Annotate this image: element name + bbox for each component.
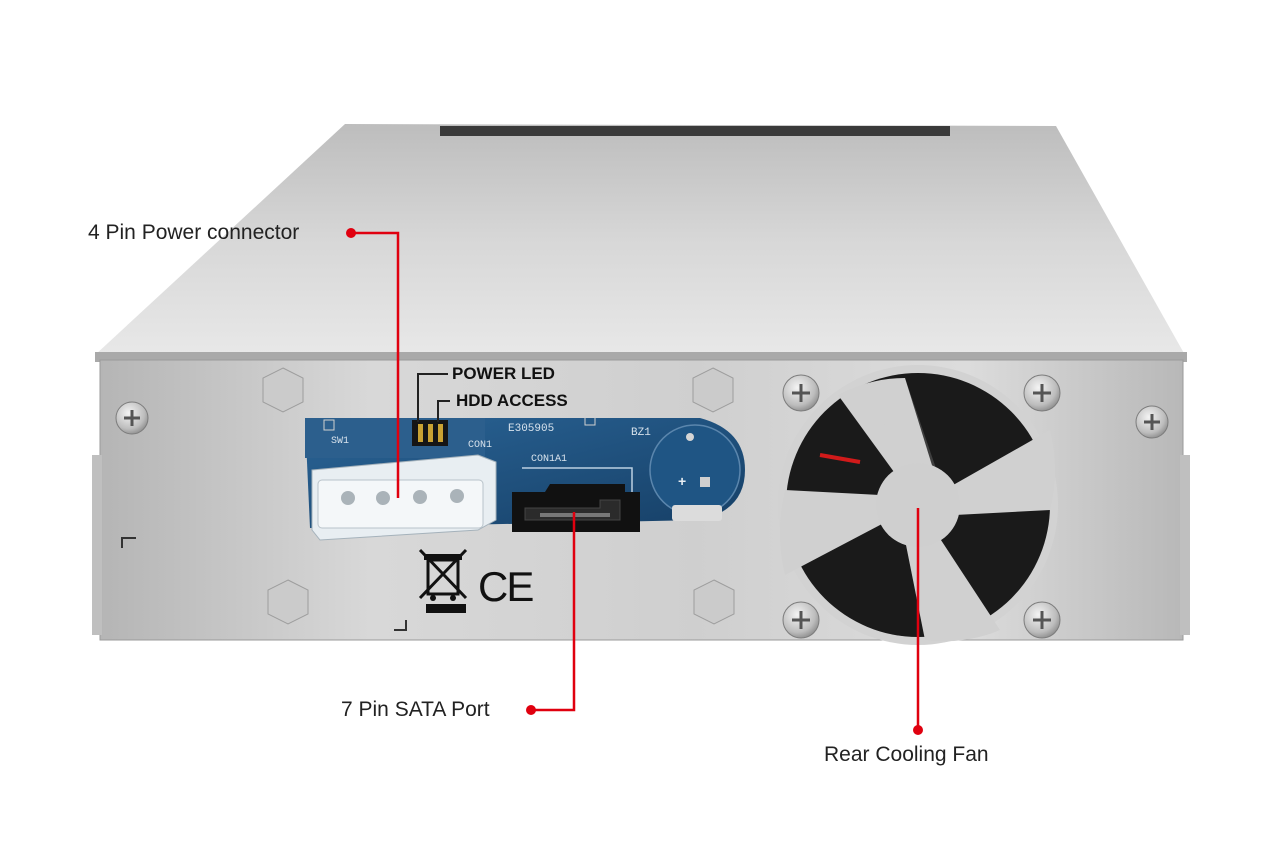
screw-icon — [1135, 405, 1169, 439]
screw-icon — [1023, 601, 1061, 639]
screw-icon — [782, 601, 820, 639]
hex-bosses — [262, 367, 735, 625]
hdd-access-label: HDD ACCESS — [456, 391, 568, 410]
sata-callout-line — [531, 512, 576, 712]
pcb-con1a1-label: CON1A1 — [531, 454, 568, 465]
screws — [115, 374, 1169, 639]
screw-icon — [115, 401, 149, 435]
pcb-plus-label: + — [678, 473, 687, 489]
callout-dot — [526, 705, 536, 715]
sata-port-callout: 7 Pin SATA Port — [341, 698, 490, 721]
cooling-fan — [778, 365, 1058, 645]
pcb-con1-label: CON1 — [468, 440, 493, 451]
molex-power-connector — [311, 454, 497, 541]
power-connector-callout: 4 Pin Power connector — [88, 221, 300, 244]
pcb-bz1-label: BZ1 — [631, 427, 651, 439]
weee-icon — [418, 548, 468, 613]
sata-port — [512, 484, 640, 532]
ce-mark: CE — [478, 563, 534, 610]
callout-dot — [346, 228, 356, 238]
callout-dot — [913, 725, 923, 735]
screw-icon — [782, 374, 820, 412]
cooling-fan-callout: Rear Cooling Fan — [824, 743, 989, 766]
pcb-cert-label: E305905 — [508, 423, 555, 435]
pcb-sw1-label: SW1 — [331, 436, 350, 447]
power-connector-callout-line — [351, 231, 400, 498]
screw-icon — [1023, 374, 1061, 412]
power-led-label: POWER LED — [452, 364, 555, 383]
enclosure-top — [95, 124, 1185, 355]
